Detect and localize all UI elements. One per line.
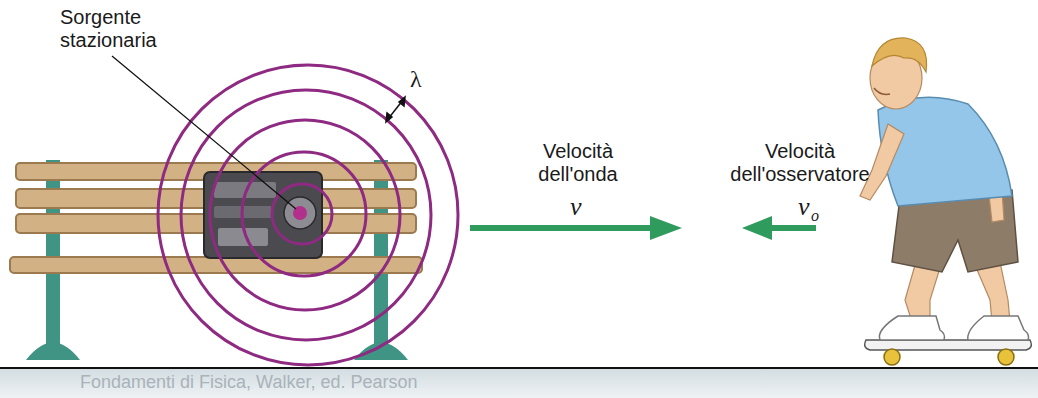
ground-band [0,369,1038,398]
wheel [884,349,900,365]
part-label: Sorgente stazionaria [60,6,230,52]
wavefront [181,90,431,340]
wavefront [158,65,458,365]
wavelength-marker [386,97,405,122]
shoe [968,316,1029,340]
mouth [874,88,890,94]
wavefront [210,120,400,310]
leg [905,265,940,322]
shoe [879,316,944,340]
quantity-label: Velocità dell'onda [513,140,643,186]
wavefront [272,184,332,244]
arrow-shaft [770,225,816,231]
velocity-symbol: v [570,192,594,222]
credit-watermark: Fondamenti di Fisica, Walker, ed. Pearso… [80,372,520,393]
wheel [998,349,1014,365]
radio-speaker [284,197,316,229]
arrowhead [386,113,392,122]
bench-foot [26,343,80,361]
skateboarder [860,38,1031,365]
arrowhead [742,216,772,240]
shirt [878,97,1012,206]
hair [872,38,927,72]
arrow-shaft [470,225,652,231]
bench-seat [10,257,422,273]
velocity-subscript: o [811,207,827,225]
leg [975,262,1010,322]
ground-line [0,367,1038,369]
arm [860,124,904,200]
wavefront [242,152,366,276]
wavelength-symbol: λ [410,66,440,94]
arrowhead [650,216,682,240]
wavefronts [158,65,458,365]
arrowhead [399,97,405,106]
leader-line [112,56,296,209]
quantity-label: Velocità dell'osservatore [713,140,888,186]
